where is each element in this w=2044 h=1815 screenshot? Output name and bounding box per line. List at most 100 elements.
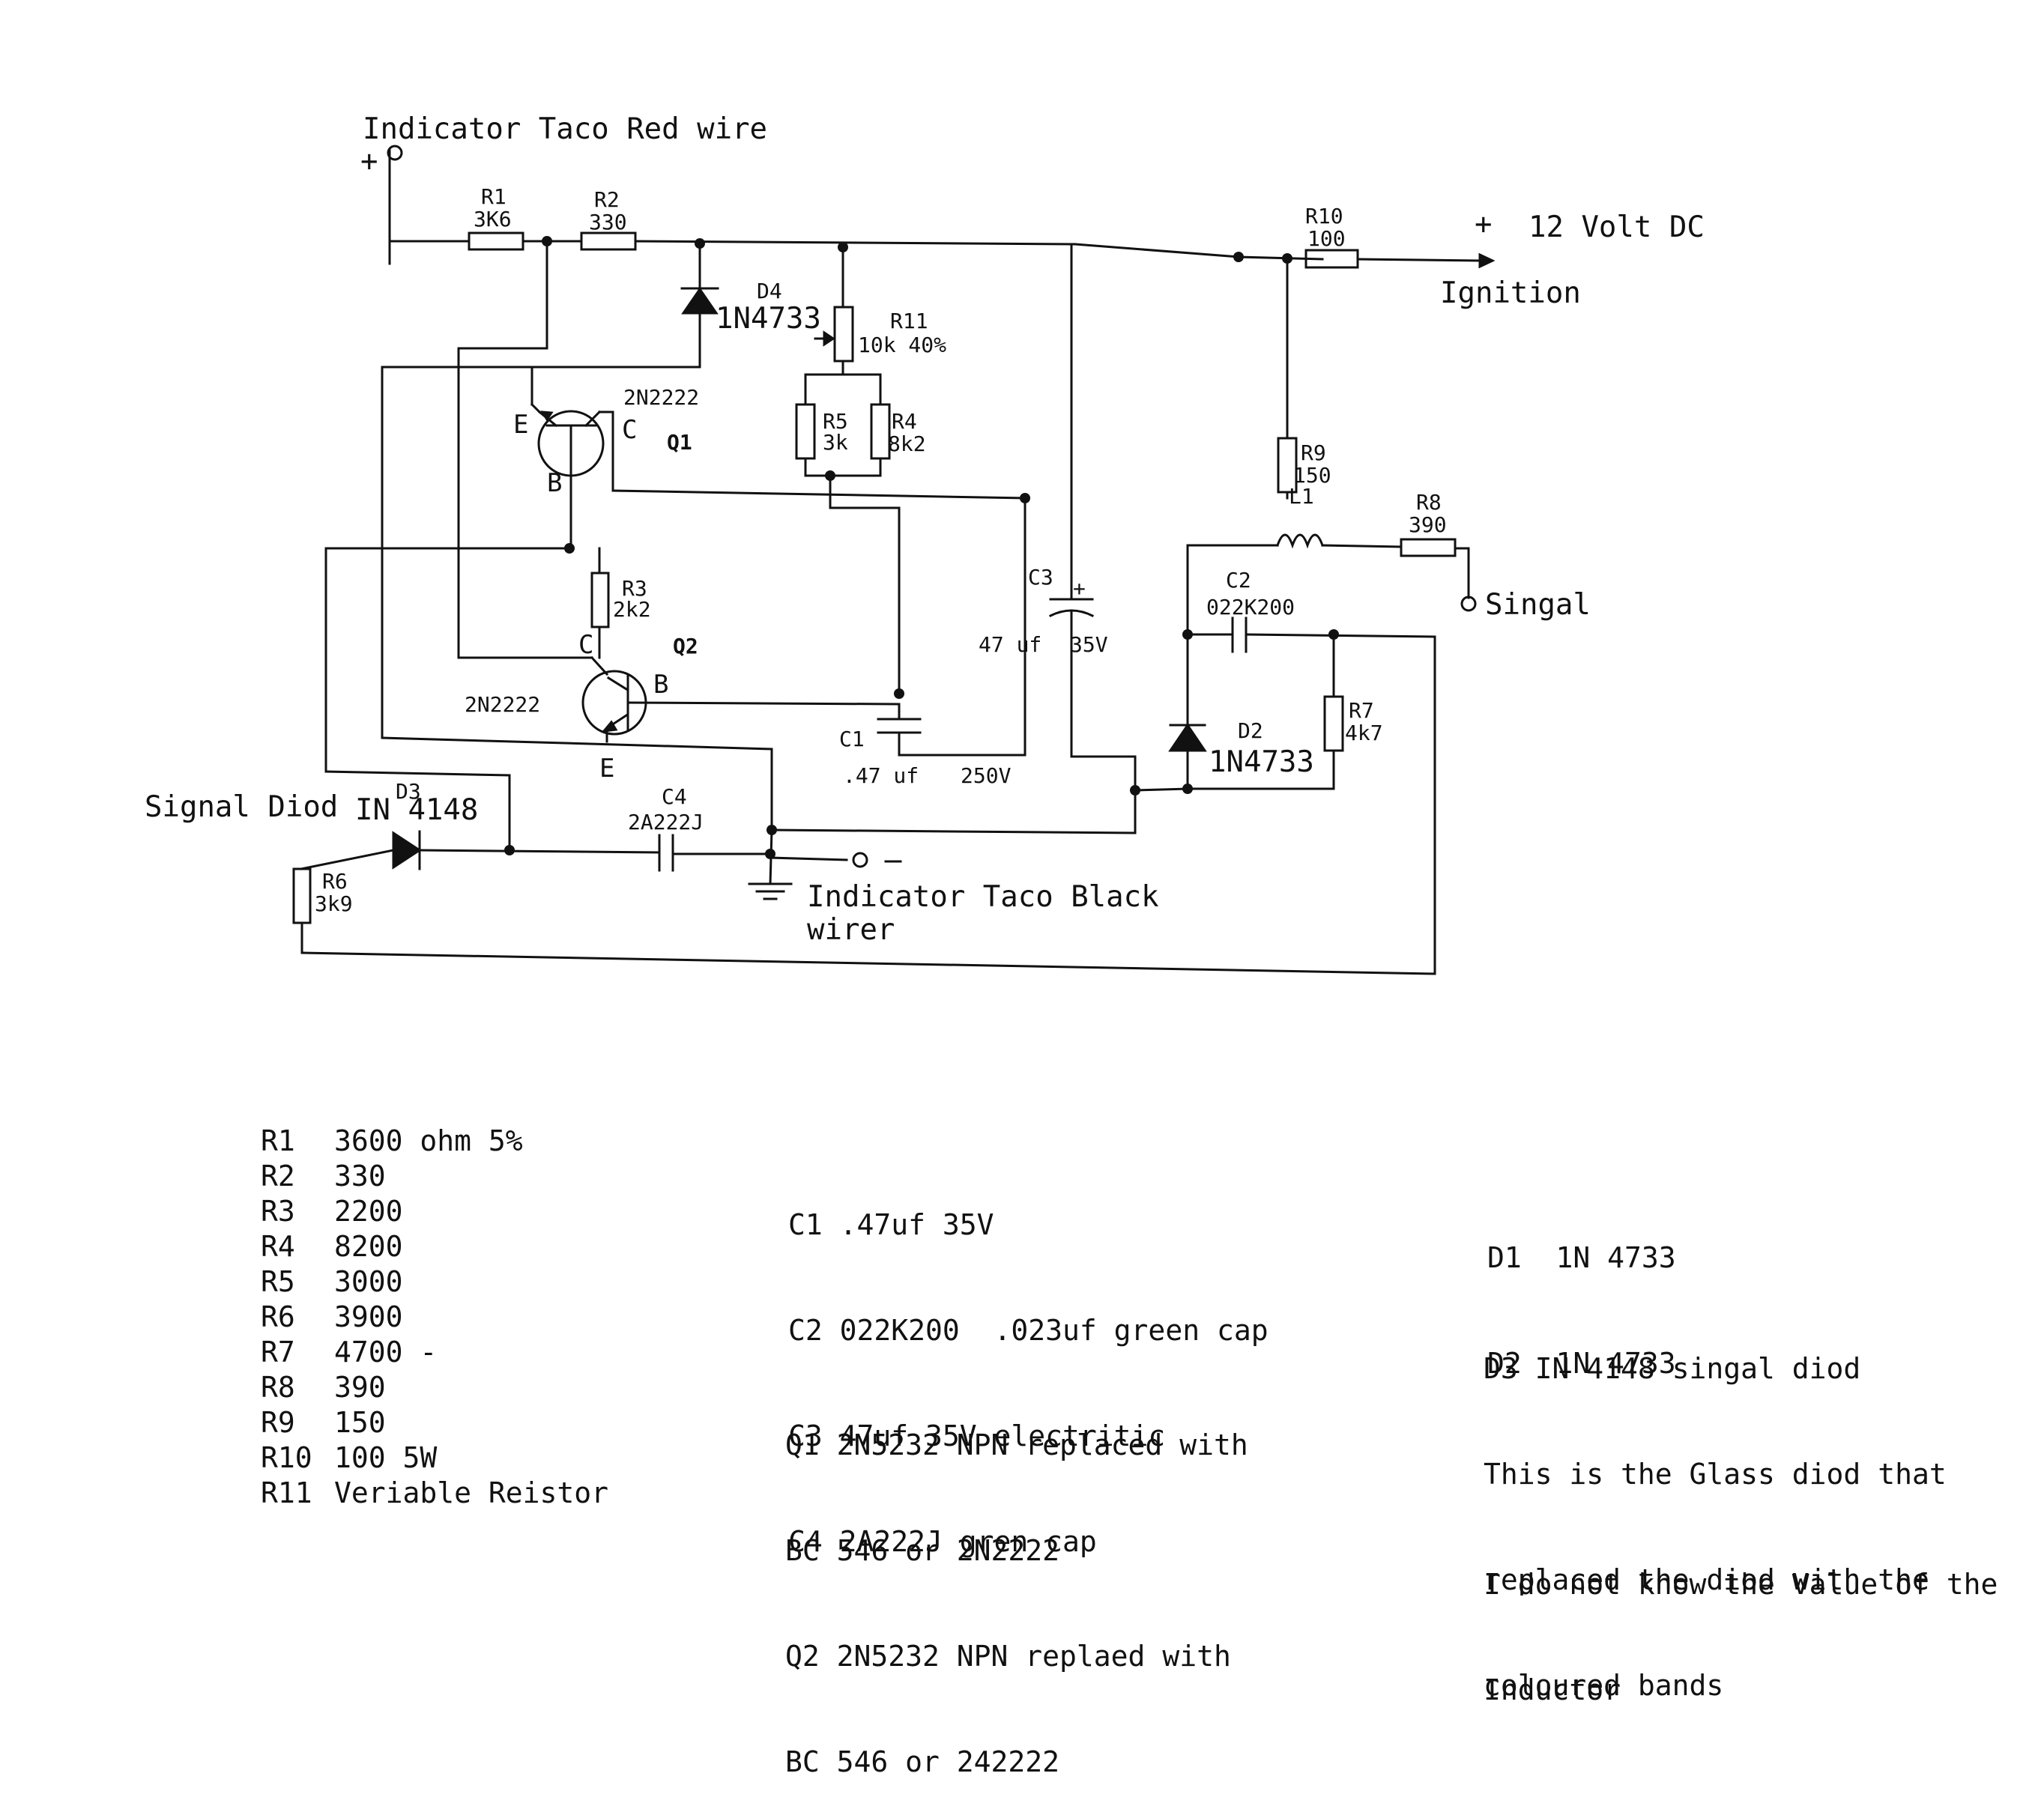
resistor-value: 3000 bbox=[334, 1265, 403, 1298]
transistor-note: BC 546 or 242222 bbox=[785, 1745, 1060, 1778]
resistor-r3 bbox=[590, 547, 610, 659]
label-taco-red: Indicator Taco Red wire bbox=[363, 112, 767, 146]
c2-r7-d2 bbox=[1134, 616, 1436, 975]
label-r8-val: 390 bbox=[1409, 512, 1447, 537]
label-r7-val: 4k7 bbox=[1345, 721, 1383, 745]
capacitor-c4 bbox=[658, 834, 772, 872]
label-taco-black-2: wirer bbox=[807, 913, 895, 947]
resistor-value: 3900 bbox=[334, 1300, 403, 1333]
terminal-taco-red[interactable] bbox=[387, 145, 403, 161]
label-c4-val: 2A222J bbox=[628, 810, 704, 834]
resistor-value: 150 bbox=[334, 1406, 386, 1439]
label-q1-name: Q1 bbox=[667, 430, 692, 455]
resistor-r10 bbox=[1304, 249, 1359, 269]
resistor-note: R1 3600 ohm 5% bbox=[261, 1124, 608, 1159]
label-q2-part: 2N2222 bbox=[465, 692, 540, 717]
label-r1-val: 3K6 bbox=[474, 207, 512, 231]
resistor-value: Veriable Reistor bbox=[334, 1476, 609, 1509]
d3-note-line: D3 IN 4148 singal diod bbox=[1484, 1352, 1861, 1385]
label-c3-val-a: 47 uf bbox=[979, 632, 1041, 657]
resistor-note: R2 330 bbox=[261, 1159, 608, 1194]
label-r5: R5 bbox=[823, 409, 848, 434]
label-signal-diod: Signal Diod bbox=[145, 790, 338, 824]
resistor-value: 330 bbox=[334, 1160, 386, 1193]
capacitor-note: C2 022K200 .023uf green cap bbox=[788, 1314, 1269, 1347]
label-r9: R9 bbox=[1301, 440, 1326, 465]
label-12-volt: 12 Volt DC bbox=[1529, 210, 1705, 244]
label-r11: R11 bbox=[890, 309, 928, 333]
label-c4: C4 bbox=[662, 784, 687, 809]
resistor-ref: R5 bbox=[261, 1265, 295, 1298]
label-q1-b: B bbox=[547, 468, 562, 498]
resistor-r6 bbox=[292, 867, 1436, 975]
terminal-taco-black[interactable] bbox=[852, 852, 868, 868]
label-r8: R8 bbox=[1416, 490, 1442, 515]
left-wires bbox=[324, 240, 773, 852]
resistor-ref: R4 bbox=[261, 1230, 295, 1263]
label-d3: D3 bbox=[396, 779, 421, 804]
label-r6: R6 bbox=[322, 869, 348, 894]
resistor-ref: R2 bbox=[261, 1160, 295, 1193]
label-r5-val: 3k bbox=[823, 430, 848, 455]
label-c1: C1 bbox=[839, 727, 865, 751]
resistor-r2 bbox=[580, 231, 637, 251]
capacitor-note: C1 .47uf 35V bbox=[788, 1208, 994, 1241]
transistor-list: Q1 2N5232 NPN replaced with BC 546 or 2N… bbox=[785, 1357, 1248, 1815]
diode-note: D2 1N 4733 bbox=[1487, 1347, 1676, 1380]
transistor-note: BC 546 or 2N2222 bbox=[785, 1534, 1060, 1567]
label-r3: R3 bbox=[622, 576, 647, 601]
resistor-value: 4700 - bbox=[334, 1336, 438, 1369]
label-r6-val: 3k9 bbox=[315, 891, 353, 916]
resistor-value: 390 bbox=[334, 1371, 386, 1404]
diode-d4 bbox=[381, 242, 719, 369]
label-l1: L1 bbox=[1289, 484, 1314, 509]
capacitor-c3 bbox=[1048, 243, 1137, 834]
inductor-note: I do not know the Value of the Inductor bbox=[1484, 1497, 1998, 1743]
d3-note-line: replaced the diod with the bbox=[1484, 1563, 1929, 1596]
label-q1-part: 2N2222 bbox=[623, 385, 699, 410]
terminal-singal[interactable] bbox=[1460, 596, 1477, 612]
inductor-note-line: Inductor bbox=[1484, 1673, 1621, 1706]
resistor-ref: R9 bbox=[261, 1406, 295, 1439]
d3-note-line: This is the Glass diod that bbox=[1484, 1458, 1947, 1491]
label-r4-val: 8k2 bbox=[888, 431, 926, 456]
schematic-labels: Indicator Taco Red wire + R1 3K6 R2 330 … bbox=[145, 112, 1705, 947]
resistor-value: 3600 ohm 5% bbox=[334, 1124, 523, 1157]
diode-d3 bbox=[300, 830, 661, 870]
label-plus-12v: + bbox=[1475, 207, 1492, 241]
label-r7: R7 bbox=[1349, 698, 1374, 723]
capacitor-note: C4 2A222J gren cap bbox=[788, 1525, 1097, 1558]
diode-note: D1 1N 4733 bbox=[1487, 1241, 1676, 1274]
resistor-note: R9 150 bbox=[261, 1405, 608, 1440]
label-r10: R10 bbox=[1305, 204, 1343, 228]
label-c2-val: 022K200 bbox=[1206, 595, 1295, 619]
resistor-ref: R1 bbox=[261, 1124, 295, 1157]
resistor-r1 bbox=[468, 231, 524, 251]
label-d3-part: IN 4148 bbox=[355, 793, 478, 827]
label-r1: R1 bbox=[481, 184, 507, 209]
transistor-q2 bbox=[581, 655, 901, 743]
label-c1-val-b: 250V bbox=[961, 763, 1012, 788]
label-r3-val: 2k2 bbox=[613, 597, 651, 622]
resistor-value: 100 5W bbox=[334, 1441, 438, 1474]
capacitor-c1 bbox=[877, 497, 1026, 757]
label-d2: D2 bbox=[1238, 718, 1263, 743]
capacitor-note: C3 47uf 35V electritic bbox=[788, 1419, 1166, 1452]
label-d4: D4 bbox=[757, 279, 782, 303]
top-rail-wires bbox=[388, 148, 1481, 265]
capacitor-list: C1 .47uf 35V C2 022K200 .023uf green cap… bbox=[788, 1137, 1269, 1595]
label-r9-val: 150 bbox=[1293, 463, 1331, 488]
resistor-note: R8 390 bbox=[261, 1370, 608, 1405]
resistor-ref: R8 bbox=[261, 1371, 295, 1404]
label-q2-e: E bbox=[599, 754, 614, 784]
resistor-note: R5 3000 bbox=[261, 1264, 608, 1300]
label-r10-val: 100 bbox=[1307, 226, 1346, 251]
transistor-q1 bbox=[530, 366, 1026, 550]
resistor-ref: R11 bbox=[261, 1476, 312, 1509]
label-r2-val: 330 bbox=[589, 210, 627, 234]
